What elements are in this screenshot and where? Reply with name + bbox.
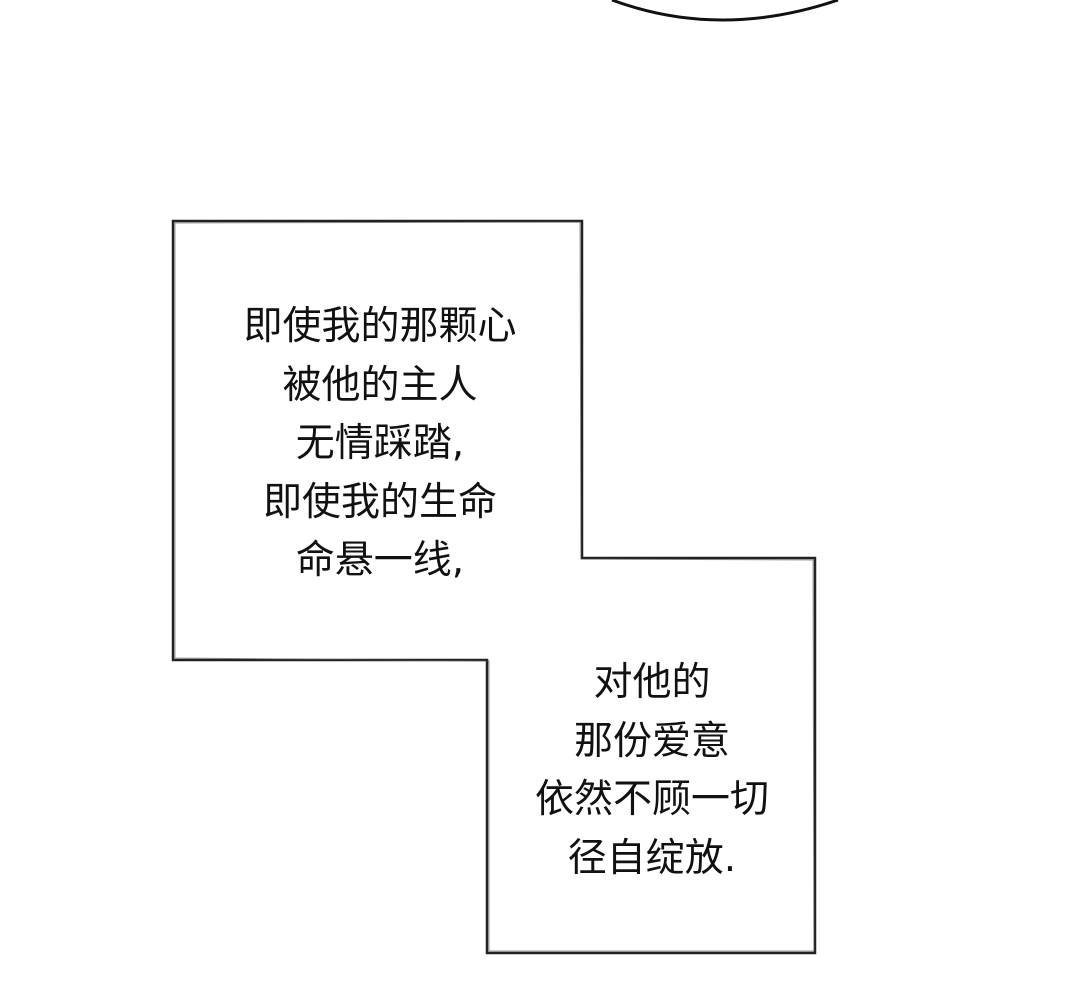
caption-line: 对他的 <box>593 660 711 705</box>
speech-bubble-edge <box>611 0 839 22</box>
caption-line: 被他的主人 <box>282 362 478 408</box>
caption-line: 即使我的那颗心 <box>243 304 517 349</box>
caption-line: 即使我的生命 <box>262 479 497 525</box>
caption-line: 径自绽放. <box>567 835 737 881</box>
caption-line: 无情踩踏, <box>295 421 465 466</box>
caption-box <box>171 219 817 955</box>
caption-left: 即使我的那颗心 被他的主人 无情踩踏, 即使我的生命 命悬一线, <box>180 298 580 591</box>
caption-line: 依然不顾一切 <box>534 777 769 822</box>
caption-right: 对他的 那份爱意 依然不顾一切 径自绽放. <box>492 654 812 888</box>
caption-line: 命悬一线, <box>295 538 465 583</box>
caption-line: 那份爱意 <box>573 718 730 764</box>
